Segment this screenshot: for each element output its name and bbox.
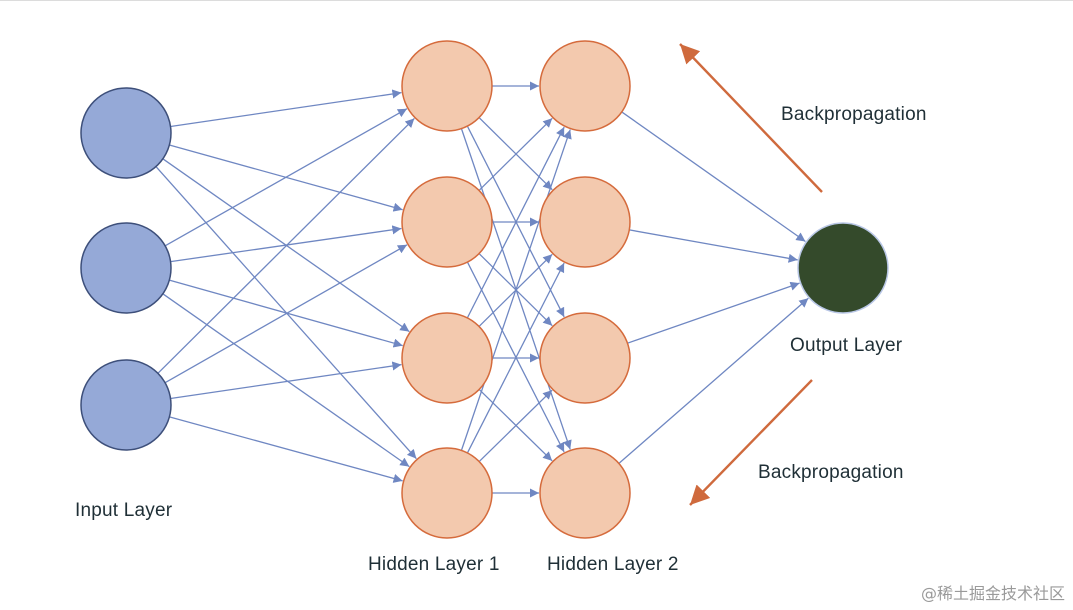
backpropagation-label-bottom: Backpropagation [758,462,904,483]
hidden2-node-4 [539,447,631,539]
input-node-3 [80,359,172,451]
output-node-1 [797,222,889,314]
backpropagation-arrow-bottom [689,379,813,506]
connection-lines [155,81,809,498]
connection-hidden2-1-to-output-1 [621,111,806,243]
connection-input-2-to-hidden1-2 [170,225,402,263]
hidden1-node-4 [401,447,493,539]
connection-hidden1-2-to-hidden2-1 [478,117,553,191]
top-divider [0,0,1073,1]
connection-input-2-to-hidden1-4 [162,293,410,468]
hidden2-node-1 [539,40,631,132]
hidden1-node-3 [401,312,493,404]
connection-input-2-to-hidden1-3 [169,279,403,348]
connection-input-1-to-hidden1-1 [170,89,402,128]
output-layer-label: Output Layer [790,335,903,356]
connection-hidden1-4-to-hidden2-3 [478,389,553,462]
input-node-1 [80,87,172,179]
connection-input-3-to-hidden1-2 [164,244,408,384]
connection-input-3-to-hidden1-4 [169,416,403,483]
backpropagation-arrow-top [679,43,823,193]
hidden-layer-2-label: Hidden Layer 2 [547,554,679,575]
input-node-2 [80,222,172,314]
connection-input-3-to-hidden1-1 [157,117,415,374]
connection-input-3-to-hidden1-3 [170,361,402,400]
connection-input-2-to-hidden1-1 [164,108,408,247]
watermark: @稀土掘金技术社区 [920,584,1065,603]
connection-hidden2-4-to-output-1 [618,297,809,464]
connection-hidden1-3-to-hidden2-1 [466,126,565,319]
connection-hidden1-4-to-hidden2-2 [466,262,565,454]
hidden2-node-2 [539,176,631,268]
connection-hidden2-2-to-output-1 [629,229,798,263]
input-layer-label: Input Layer [75,500,173,521]
hidden1-node-2 [401,176,493,268]
connection-hidden1-4-to-hidden2-1 [460,129,572,451]
hidden-layer-1-label: Hidden Layer 1 [368,554,500,575]
backpropagation-arrows [679,43,823,506]
connection-hidden2-3-to-output-1 [627,281,800,344]
hidden1-node-1 [401,40,493,132]
hidden2-node-3 [539,312,631,404]
backpropagation-label-top: Backpropagation [781,104,927,125]
neuron-nodes [80,40,889,539]
